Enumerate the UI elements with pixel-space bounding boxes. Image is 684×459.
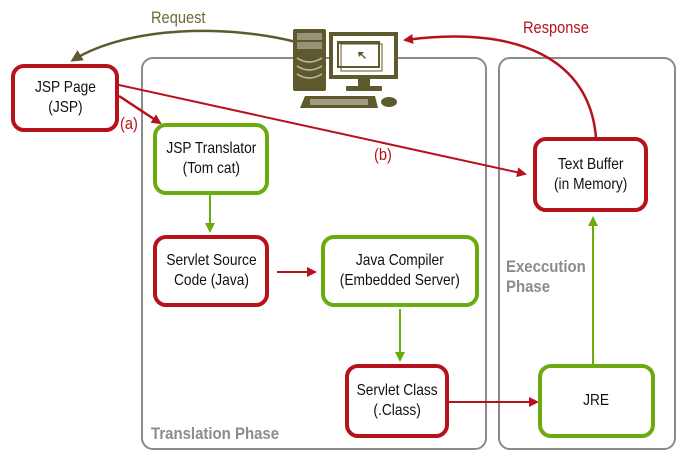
node-servlet-source: Servlet Source Code (Java): [153, 235, 269, 307]
jre-label: JRE: [583, 392, 610, 409]
request-label: Request: [151, 8, 206, 27]
edge-label-a: (a): [120, 114, 138, 133]
node-text-buffer: Text Buffer (in Memory): [533, 137, 648, 212]
node-jsp-page: JSP Page (JSP): [11, 64, 119, 132]
translation-phase-label: Translation Phase: [151, 424, 280, 443]
java-compiler-line1: Java Compiler: [356, 252, 444, 269]
execution-phase-container: [498, 57, 676, 450]
jsp-page-line2: (JSP): [47, 99, 83, 116]
jsp-translator-line1: JSP Translator: [165, 140, 256, 157]
servlet-class-line2: (.Class): [373, 402, 421, 419]
node-jsp-translator: JSP Translator (Tom cat): [153, 123, 269, 195]
servlet-class-line1: Servlet Class: [356, 382, 438, 399]
response-label: Response: [523, 18, 589, 37]
node-servlet-class: Servlet Class (.Class): [345, 364, 449, 438]
servlet-source-line2: Code (Java): [173, 272, 249, 289]
jsp-translator-line2: (Tom cat): [182, 160, 240, 177]
text-buffer-line1: Text Buffer: [557, 155, 624, 173]
execution-phase-label-line2: Phase: [506, 277, 551, 296]
execution-phase-label-line1: Execcution: [506, 257, 586, 276]
response-arrow: [403, 34, 598, 139]
node-jre: JRE: [538, 364, 655, 438]
desktop-computer-icon: [293, 29, 398, 108]
request-arrow: [70, 29, 297, 62]
edge-label-b: (b): [374, 145, 392, 164]
text-buffer-line2: (in Memory): [553, 175, 628, 193]
jsp-page-line1: JSP Page: [34, 79, 96, 96]
arrow-b: [118, 84, 527, 178]
java-compiler-line2: (Embedded Server): [339, 272, 461, 289]
servlet-source-line1: Servlet Source: [165, 252, 257, 269]
arrow-a: [118, 94, 162, 125]
node-java-compiler: Java Compiler (Embedded Server): [321, 235, 479, 307]
